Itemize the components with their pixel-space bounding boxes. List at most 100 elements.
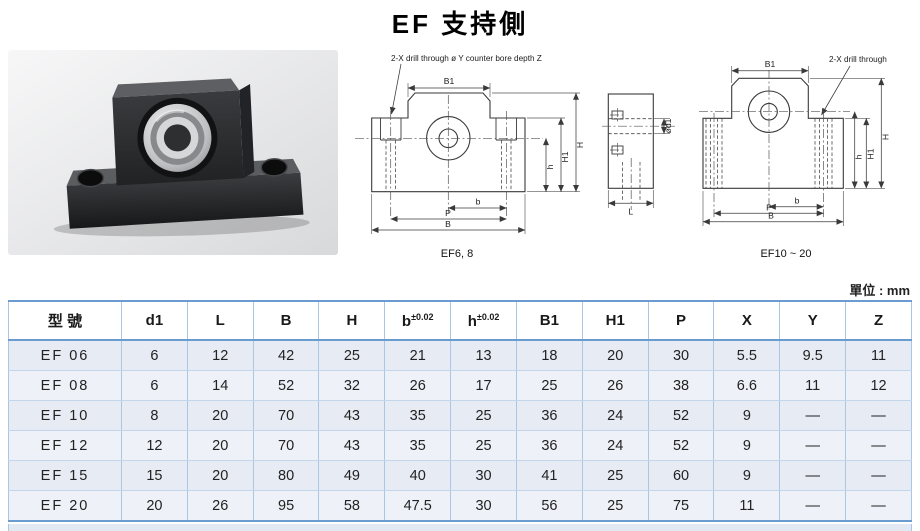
value-cell: 20 [121,490,188,522]
value-cell: 49 [318,460,385,491]
value-cell: 11 [713,490,780,522]
side-view-drawing: ød1 L [602,93,675,217]
value-cell: — [845,430,912,461]
model-cell: EF 06 [8,340,122,371]
value-cell: 26 [186,490,254,522]
value-cell: 14 [186,370,254,401]
model-cell: EF 15 [8,460,122,491]
value-cell: 15 [121,460,188,491]
value-cell: — [845,400,912,431]
value-cell: 70 [252,430,319,461]
dim-label-B: B [445,219,451,229]
value-cell: — [779,400,846,431]
value-cell: 30 [450,490,517,522]
col-header-1: d1 [121,300,188,341]
value-cell: 20 [186,400,254,431]
drawing-annotation: 2-X drill through [829,55,887,64]
model-cell: EF 10 [8,400,122,431]
value-cell: — [845,490,912,522]
col-header-7: B1 [515,300,583,341]
value-cell: 38 [647,370,714,401]
value-cell: 12 [186,340,254,371]
col-header-0: 型 號 [8,300,122,341]
value-cell: 12 [845,370,912,401]
value-cell: 6 [121,340,188,371]
right-ear-hole [260,158,288,177]
value-cell: 35 [384,430,451,461]
value-cell: 60 [647,460,714,491]
value-cell: — [779,430,846,461]
model-cell: EF 20 [8,490,122,522]
value-cell: 52 [647,400,714,431]
value-cell: 95 [252,490,319,522]
value-cell: 35 [384,400,451,431]
value-cell: 20 [186,460,254,491]
dim-label-H: H [575,142,585,148]
dim-label-p: P [766,202,772,212]
unit-label: 單位 : mm [849,283,910,298]
value-cell: 18 [515,340,583,371]
value-cell: — [779,460,846,491]
value-cell: 80 [252,460,319,491]
model-cell: EF 08 [8,370,122,401]
value-cell: 30 [647,340,714,371]
dim-label-h: h [854,154,864,159]
value-cell: 26 [384,370,451,401]
value-cell: 52 [252,370,319,401]
col-header-11: Y [779,300,846,341]
value-cell: 21 [384,340,451,371]
dim-label-h1: H1 [866,148,876,159]
dim-label-b1: B1 [444,76,455,86]
value-cell: 20 [186,430,254,461]
support-block-image [53,78,310,237]
value-cell: 32 [318,370,385,401]
value-cell: 13 [450,340,517,371]
dim-label-p: P [445,208,451,218]
value-cell: 24 [581,430,649,461]
value-cell: — [779,490,846,522]
value-cell: — [845,460,912,491]
value-cell: 36 [515,430,583,461]
value-cell: 56 [515,490,583,522]
value-cell: 12 [121,430,188,461]
ef10-20-front-view-drawing: 2-X drill through B1 h H1 H b P B EF10 ~… [699,55,891,260]
value-cell: 41 [515,460,583,491]
value-cell: 30 [450,460,517,491]
dim-label-L: L [628,207,633,217]
ef6-8-front-view-drawing: 2-X drill through ø Y counter bore depth… [355,54,585,260]
dim-label-b: b [795,196,800,206]
value-cell: 9 [713,460,780,491]
value-cell: 70 [252,400,319,431]
value-cell: 24 [581,400,649,431]
value-cell: 75 [647,490,714,522]
value-cell: 9 [713,430,780,461]
value-cell: 25 [581,490,649,522]
value-cell: 8 [121,400,188,431]
value-cell: 25 [450,430,517,461]
col-header-5: b±0.02 [384,300,451,341]
value-cell: 6.6 [713,370,780,401]
col-header-3: B [252,300,319,341]
value-cell: 11 [845,340,912,371]
value-cell: 17 [450,370,517,401]
drawing-caption-ef1020: EF10 ~ 20 [760,248,811,260]
dim-label-H: H [881,134,891,140]
model-cell: EF 12 [8,430,122,461]
value-cell: 6 [121,370,188,401]
value-cell: 25 [515,370,583,401]
col-header-8: H1 [581,300,649,341]
product-photo [8,50,338,255]
value-cell: 25 [581,460,649,491]
dim-label-d1: ød1 [663,118,673,133]
page-title: EF 支持側 [391,9,529,39]
value-cell: 9.5 [779,340,846,371]
value-cell: 42 [252,340,319,371]
